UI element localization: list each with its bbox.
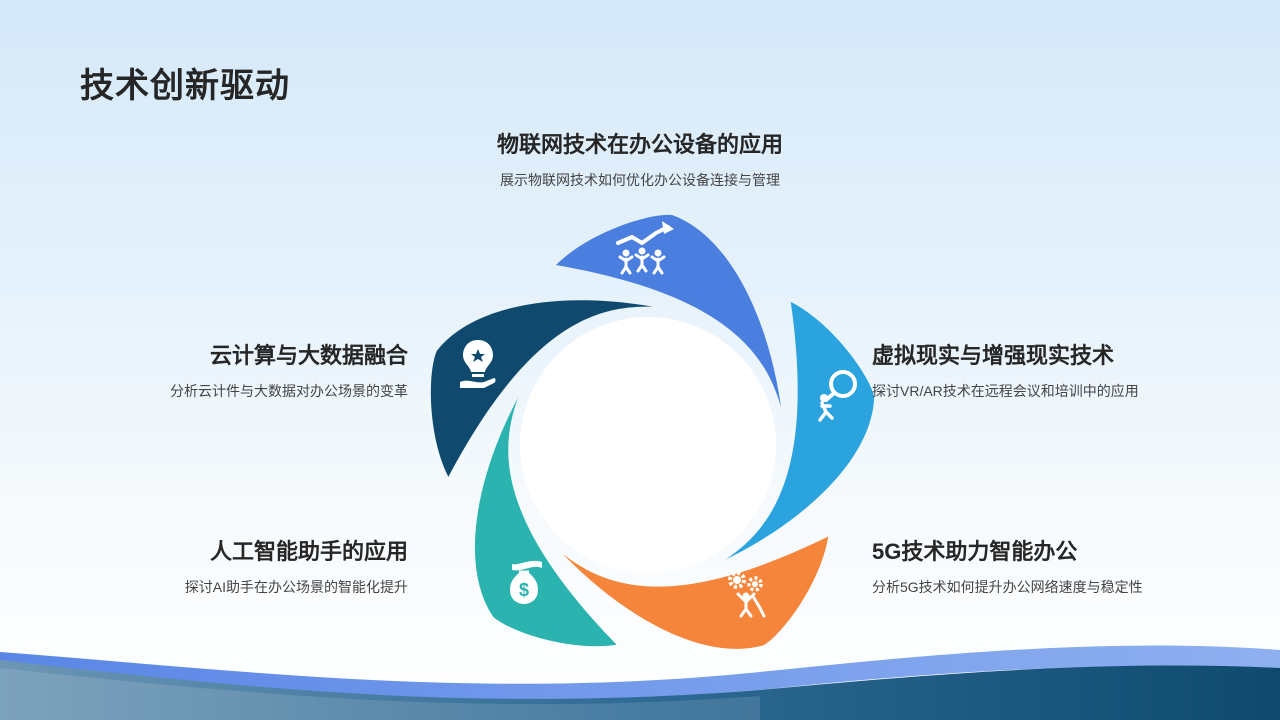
- gears-person-icon: [728, 571, 766, 618]
- team-growth-icon: [616, 221, 674, 275]
- topic-5g: 5G技术助力智能办公 分析5G技术如何提升办公网络速度与稳定性: [872, 537, 1280, 597]
- lightbulb-hand-icon: [460, 340, 496, 388]
- topic-description: 探讨VR/AR技术在远程会议和培训中的应用: [872, 383, 1139, 399]
- page-title: 技术创新驱动: [80, 67, 290, 105]
- petal-5g: [562, 536, 829, 649]
- petal-iot: [556, 214, 781, 407]
- topic-ai: 人工智能助手的应用 探讨AI助手在办公场景的智能化提升: [0, 537, 408, 597]
- money-bag-hand-icon: $: [510, 560, 542, 604]
- magnifier-person-icon: [818, 370, 857, 422]
- center-hole: [520, 317, 776, 573]
- topic-cloud: 云计算与大数据融合 分析云计件与大数据对办公场景的变革: [0, 341, 408, 401]
- topic-title: 人工智能助手的应用: [209, 539, 408, 564]
- petal-ai: [474, 397, 617, 647]
- topic-description: 展示物联网技术如何优化办公设备连接与管理: [500, 172, 780, 188]
- topic-description: 分析云计件与大数据对办公场景的变革: [170, 383, 408, 399]
- topic-title: 虚拟现实与增强现实技术: [872, 343, 1115, 368]
- topic-title: 云计算与大数据融合: [209, 343, 408, 368]
- topic-vr: 虚拟现实与增强现实技术 探讨VR/AR技术在远程会议和培训中的应用: [872, 341, 1280, 401]
- petal-vr: [725, 301, 875, 560]
- topic-title: 5G技术助力智能办公: [872, 539, 1078, 564]
- svg-text:$: $: [519, 580, 529, 600]
- bottom-wave-decoration: [0, 645, 1280, 720]
- topic-description: 探讨AI助手在办公场景的智能化提升: [184, 579, 408, 595]
- topic-title: 物联网技术在办公设备的应用: [496, 132, 783, 157]
- topic-iot: 物联网技术在办公设备的应用 展示物联网技术如何优化办公设备连接与管理: [430, 130, 850, 190]
- topic-description: 分析5G技术如何提升办公网络速度与稳定性: [872, 579, 1143, 595]
